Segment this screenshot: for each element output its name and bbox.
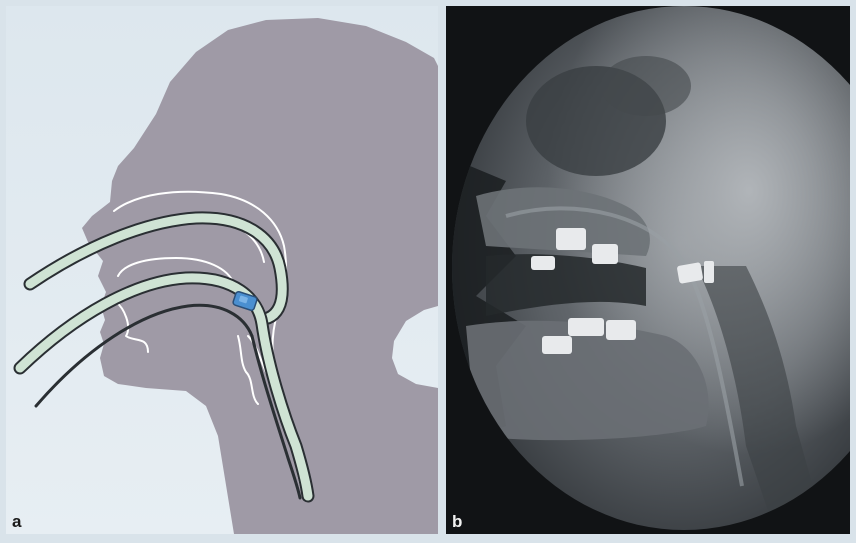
panel-label-a: a [12,513,21,530]
xray-image [446,6,850,534]
panel-label-b: b [452,513,462,530]
figure-panel-a: a [6,6,438,534]
figure-panel-b: b [446,6,850,534]
airway-illustration [6,6,438,534]
